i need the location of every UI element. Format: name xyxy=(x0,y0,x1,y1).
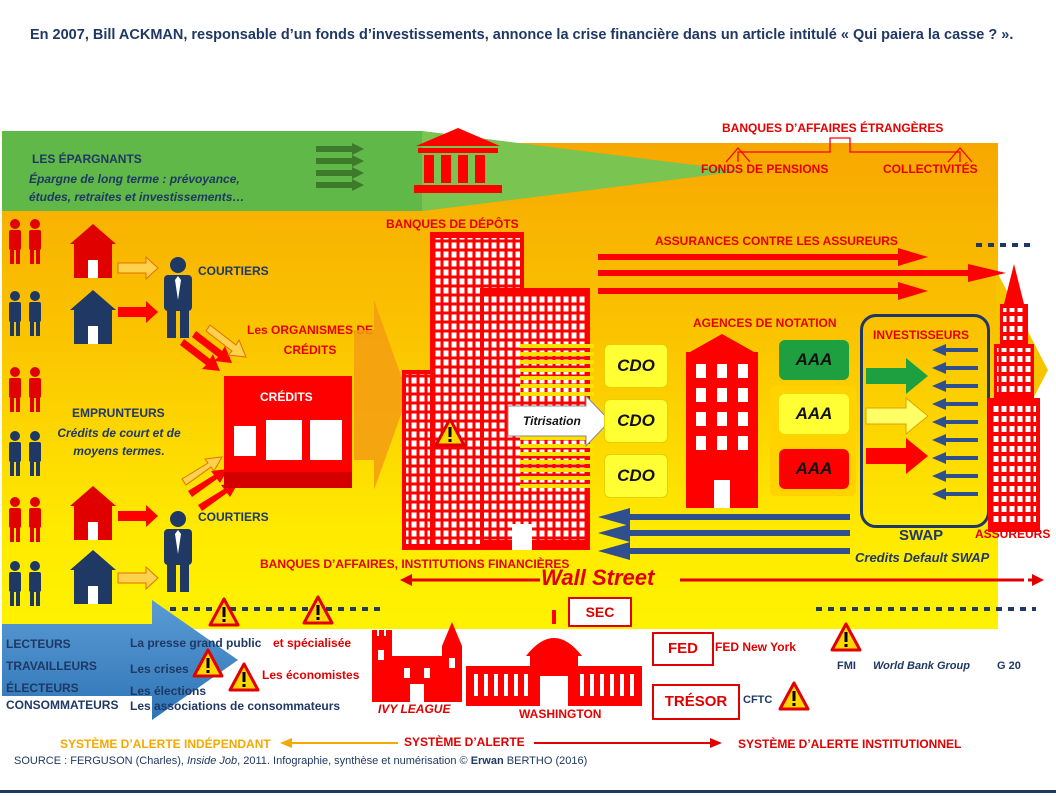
rating-aaa-yellow: AAA xyxy=(779,394,849,434)
warning-icon-crises xyxy=(192,648,224,678)
borrowers-title: EMPRUNTEURS xyxy=(72,406,165,420)
rating-aaa-green: AAA xyxy=(779,340,849,380)
presse-suite-label: et spécialisée xyxy=(273,636,352,650)
intro-text: En 2007, Bill ACKMAN, responsable d’un f… xyxy=(30,27,1014,43)
people-icons-left xyxy=(9,219,41,606)
bank-temple-icon xyxy=(414,128,502,193)
insurance-red-arrows xyxy=(598,248,1006,300)
alert-arrow-left xyxy=(280,738,398,748)
source-prefix: SOURCE : FERGUSON (Charles), xyxy=(14,755,184,767)
warning-icon-left-1 xyxy=(208,597,240,627)
swap-blue-arrows xyxy=(598,508,850,560)
fed-box: FED xyxy=(652,632,714,666)
dotted-line-top xyxy=(976,243,1036,247)
elections-label: Les élections xyxy=(130,684,207,698)
consommateurs-label: CONSOMMATEURS xyxy=(6,698,119,712)
cftc-label: CFTC xyxy=(743,694,773,706)
warning-icon-bank xyxy=(434,417,466,447)
washington-capitol xyxy=(466,610,642,706)
electeurs-label: ÉLECTEURS xyxy=(6,681,79,695)
savers-desc: Épargne de long terme : prévoyance, étud… xyxy=(29,172,245,204)
swap-blue-arrows-small xyxy=(932,344,978,500)
ivy-league-label: IVY LEAGUE xyxy=(378,702,451,716)
banques-affaires-label: BANQUES D’AFFAIRES, INSTITUTIONS FINANCI… xyxy=(260,557,570,571)
source-middle: , 2011. Infographie, synthèse et numéris… xyxy=(237,755,468,767)
credits-label: CRÉDITS xyxy=(260,390,313,404)
associations-label: Les associations de consommateurs xyxy=(130,699,341,713)
courtiers-top-label: COURTIERS xyxy=(198,264,269,278)
fed-ny-label: FED New York xyxy=(715,640,796,654)
foreign-banks-bracket xyxy=(725,137,973,163)
cds-label: Credits Default SWAP xyxy=(855,550,990,565)
travailleurs-label: TRAVAILLEURS xyxy=(6,659,97,673)
cdo-box-2: CDO xyxy=(604,399,668,443)
source-film: Inside Job xyxy=(186,755,238,767)
broker-icon-bottom xyxy=(164,511,192,592)
warning-icon-cftc xyxy=(778,681,810,711)
savers-title: LES ÉPARGNANTS xyxy=(32,152,142,166)
warning-icon-economistes xyxy=(228,662,260,692)
sec-box: SEC xyxy=(568,597,632,627)
assurances-label: ASSURANCES CONTRE LES ASSUREURS xyxy=(655,234,898,248)
lecteurs-label: LECTEURS xyxy=(6,637,71,651)
fmi-label: FMI xyxy=(837,660,856,672)
investisseurs-label: INVESTISSEURS xyxy=(873,328,970,342)
broker-icon-top xyxy=(164,257,192,338)
banques-etrangeres-label: BANQUES D’AFFAIRES ÉTRANGÈRES xyxy=(722,121,944,135)
agences-notation-label: AGENCES DE NOTATION xyxy=(693,316,837,330)
assureurs-label: ASSUREURS xyxy=(975,527,1051,541)
insurers-tower xyxy=(988,264,1040,532)
titrisation-band xyxy=(520,344,594,488)
warning-icon-left-2 xyxy=(302,595,334,625)
alert-institutionnel-label: SYSTÈME D’ALERTE INSTITUTIONNEL xyxy=(738,737,962,751)
ivy-league-castle xyxy=(372,622,462,702)
credits-building xyxy=(224,376,352,488)
source-author-first: Erwan xyxy=(470,755,504,767)
g20-label: G 20 xyxy=(997,660,1021,672)
rating-aaa-red: AAA xyxy=(779,449,849,489)
swap-label: SWAP xyxy=(899,527,944,544)
titrisation-label: Titrisation xyxy=(523,414,581,428)
savers-small-arrows xyxy=(316,143,364,191)
alert-systeme-label: SYSTÈME D’ALERTE xyxy=(404,735,525,749)
organismes-label: Les ORGANISMES DE CRÉDITS xyxy=(246,323,374,357)
cdo-box-3: CDO xyxy=(604,454,668,498)
fonds-pensions-label: FONDS DE PENSIONS xyxy=(701,162,829,176)
presse-label: La presse grand public xyxy=(130,636,262,650)
banques-depots-label: BANQUES DE DÉPÔTS xyxy=(386,217,519,231)
tresor-box: TRÉSOR xyxy=(652,684,740,720)
collectivites-label: COLLECTIVITÉS xyxy=(883,162,978,176)
courtiers-bottom-label: COURTIERS xyxy=(198,510,269,524)
warning-icon-fmi xyxy=(830,622,862,652)
borrowers-desc: Crédits de court et de moyens termes. xyxy=(57,426,181,458)
cdo-box-1: CDO xyxy=(604,344,668,388)
economistes-label: Les économistes xyxy=(262,668,360,682)
house-to-broker-arrows xyxy=(117,255,159,591)
world-bank-label: World Bank Group xyxy=(873,660,970,672)
investor-arrows xyxy=(865,358,929,474)
public-blue-arrow xyxy=(2,600,238,720)
wall-street-label: Wall Street xyxy=(541,565,655,590)
organismes-arrow xyxy=(354,300,408,490)
house-icons xyxy=(70,224,116,604)
crises-label: Les crises xyxy=(130,662,189,676)
washington-label: WASHINGTON xyxy=(519,707,602,721)
wall-street-arrow xyxy=(400,574,1044,586)
alert-arrow-right xyxy=(534,738,722,748)
dotted-line-right xyxy=(816,607,1036,611)
titrisation-arrow xyxy=(507,394,611,448)
broker-to-credits-arrows xyxy=(180,324,247,511)
bottom-rule xyxy=(0,790,1056,793)
source-line: SOURCE : FERGUSON (Charles), Inside Job,… xyxy=(14,755,587,767)
source-author-last: BERTHO (2016) xyxy=(506,755,588,767)
alert-independant-label: SYSTÈME D’ALERTE INDÉPENDANT xyxy=(60,737,271,751)
rating-agency-building xyxy=(686,334,758,508)
